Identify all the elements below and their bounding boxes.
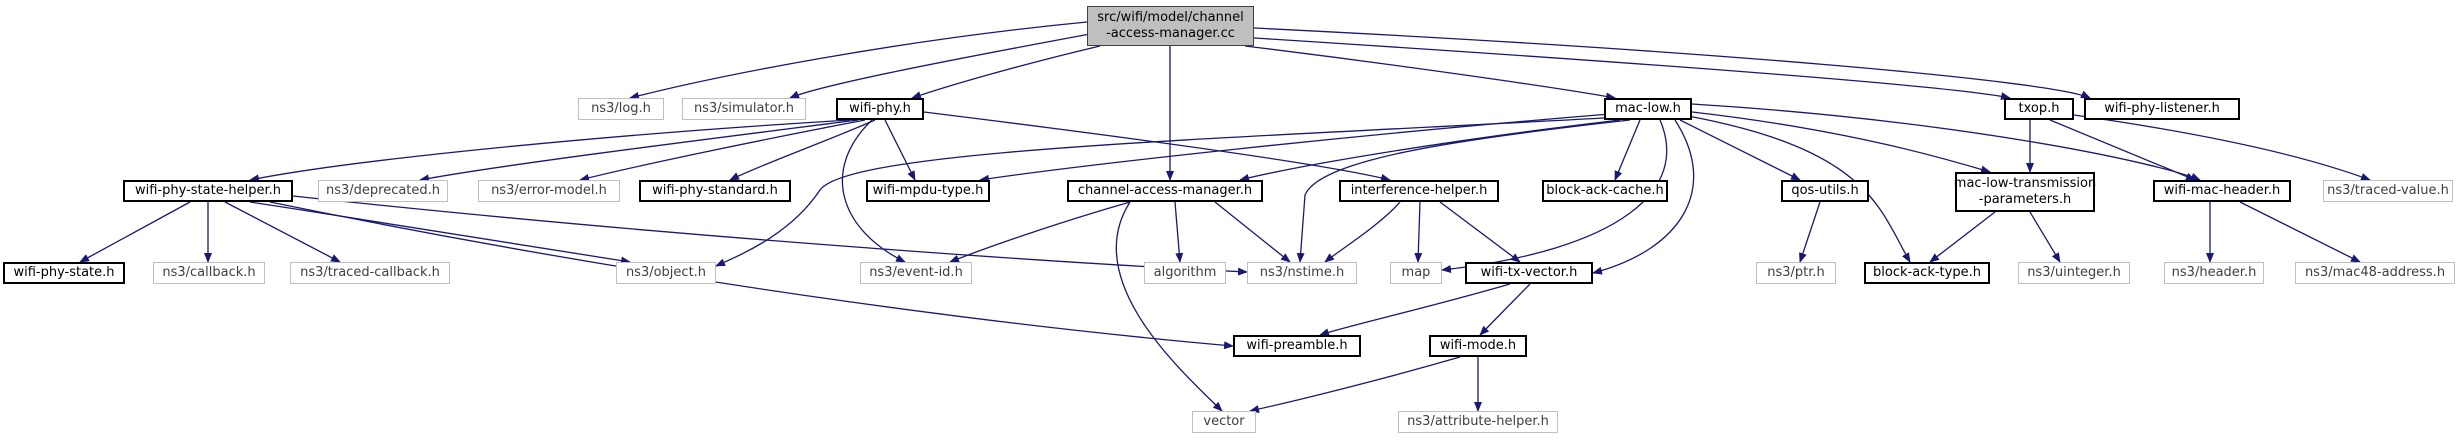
e-root-maclow [1244, 45, 1616, 101]
node-mac-low-transmission-parameters[interactable]: mac-low-transmission -parameters.h [1953, 172, 2097, 212]
mac-low-tx-params-line1: mac-low-transmission [1953, 176, 2097, 191]
e-cam-eventid [949, 201, 1131, 263]
node-channel-access-manager[interactable]: channel-access-manager.h [1067, 180, 1263, 202]
node-wifi-phy-state-helper[interactable]: wifi-phy-state-helper.h [123, 180, 293, 202]
node-ns3-callback: ns3/callback.h [153, 262, 265, 284]
node-algorithm: algorithm [1144, 262, 1226, 284]
node-ns3-mac48-address: ns3/mac48-address.h [2295, 262, 2455, 284]
e-interference-map [1414, 201, 1423, 263]
node-vector: vector [1192, 411, 1256, 433]
e-maclow-cam [1239, 119, 1621, 182]
e-wifiphy-deprecated [419, 119, 859, 183]
e-wifiphy-mpdutype [884, 119, 916, 181]
node-ns3-deprecated: ns3/deprecated.h [318, 180, 448, 202]
e-wifiphy-standard [729, 119, 876, 181]
e-root-simulator [789, 33, 1091, 99]
e-psh-object [249, 201, 631, 265]
e-root-log [629, 21, 1088, 100]
node-interference-helper[interactable]: interference-helper.h [1339, 180, 1499, 202]
node-ns3-nstime: ns3/nstime.h [1247, 262, 1357, 284]
e-root-wifiphy [911, 45, 1101, 99]
e-macheader-mac48 [2239, 201, 2361, 263]
node-ns3-simulator: ns3/simulator.h [682, 98, 806, 120]
e-txparams-blockacktype [1929, 211, 1996, 263]
node-ns3-log: ns3/log.h [578, 98, 664, 120]
node-ns3-uinteger: ns3/uinteger.h [2018, 262, 2130, 284]
node-map: map [1390, 262, 1442, 284]
node-wifi-phy-listener[interactable]: wifi-phy-listener.h [2084, 98, 2240, 120]
root-file-node: src/wifi/model/channel -access-manager.c… [1087, 6, 1254, 46]
node-wifi-tx-vector[interactable]: wifi-tx-vector.h [1465, 262, 1593, 284]
e-maclow-blockackcache [1614, 119, 1641, 181]
node-ns3-traced-callback: ns3/traced-callback.h [290, 262, 450, 284]
e-txvector-preamble [1319, 283, 1511, 336]
node-txop[interactable]: txop.h [2004, 98, 2074, 120]
node-ns3-event-id: ns3/event-id.h [860, 262, 972, 284]
node-wifi-phy-state[interactable]: wifi-phy-state.h [3, 262, 125, 284]
e-interference-nstime [1324, 201, 1401, 263]
node-block-ack-type[interactable]: block-ack-type.h [1864, 262, 1990, 284]
e-txvector-mode [1479, 283, 1531, 336]
node-wifi-phy[interactable]: wifi-phy.h [836, 98, 924, 120]
e-wifiphy-errormodel [579, 119, 866, 182]
node-ns3-attribute-helper: ns3/attribute-helper.h [1398, 411, 1558, 433]
node-wifi-mode[interactable]: wifi-mode.h [1429, 335, 1527, 357]
node-wifi-mpdu-type[interactable]: wifi-mpdu-type.h [866, 180, 990, 202]
e-maclow-nstime [1296, 119, 1631, 263]
e-cam-algorithm [1174, 201, 1184, 263]
e-mode-vector [1249, 356, 1461, 413]
node-ns3-ptr: ns3/ptr.h [1756, 262, 1836, 284]
node-mac-low[interactable]: mac-low.h [1604, 98, 1692, 120]
e-cam-vector [1115, 201, 1223, 412]
e-root-listener [1253, 27, 2091, 99]
e-maclow-map [1441, 119, 1668, 273]
node-ns3-traced-value: ns3/traced-value.h [2323, 180, 2453, 202]
e-cam-nstime [1214, 201, 1291, 263]
e-psh-preamble [269, 201, 1234, 350]
e-txop-macheader [2049, 119, 2196, 181]
node-ns3-object: ns3/object.h [616, 262, 716, 284]
node-ns3-error-model: ns3/error-model.h [478, 180, 620, 202]
e-interference-txvector [1439, 201, 1521, 263]
e-txparams-uinteger [2029, 211, 2061, 263]
root-file-label-line2: -access-manager.cc [1106, 26, 1235, 41]
e-maclow-object [715, 117, 1605, 267]
e-maclow-qosutils [1679, 119, 1801, 181]
e-maclow-txparams [1691, 111, 1991, 174]
e-maclow-txvector [1592, 119, 1695, 275]
e-wifiphy-psh [249, 119, 851, 183]
e-wifiphy-interference [923, 111, 1391, 182]
node-wifi-preamble[interactable]: wifi-preamble.h [1233, 335, 1361, 357]
e-qosutils-ptr [1799, 201, 1821, 263]
node-block-ack-cache[interactable]: block-ack-cache.h [1542, 180, 1668, 202]
mac-low-tx-params-line2: -parameters.h [1978, 192, 2072, 207]
e-psh-tracedcallback [224, 201, 341, 263]
e-root-txop [1253, 37, 2011, 101]
root-file-label-line1: src/wifi/model/channel [1097, 10, 1244, 25]
e-txop-tracedvalue [2073, 114, 2371, 181]
e-psh-state [79, 201, 191, 263]
node-wifi-mac-header[interactable]: wifi-mac-header.h [2153, 180, 2291, 202]
node-ns3-header: ns3/header.h [2164, 262, 2264, 284]
node-qos-utils[interactable]: qos-utils.h [1781, 180, 1869, 202]
node-wifi-phy-standard[interactable]: wifi-phy-standard.h [639, 180, 791, 202]
